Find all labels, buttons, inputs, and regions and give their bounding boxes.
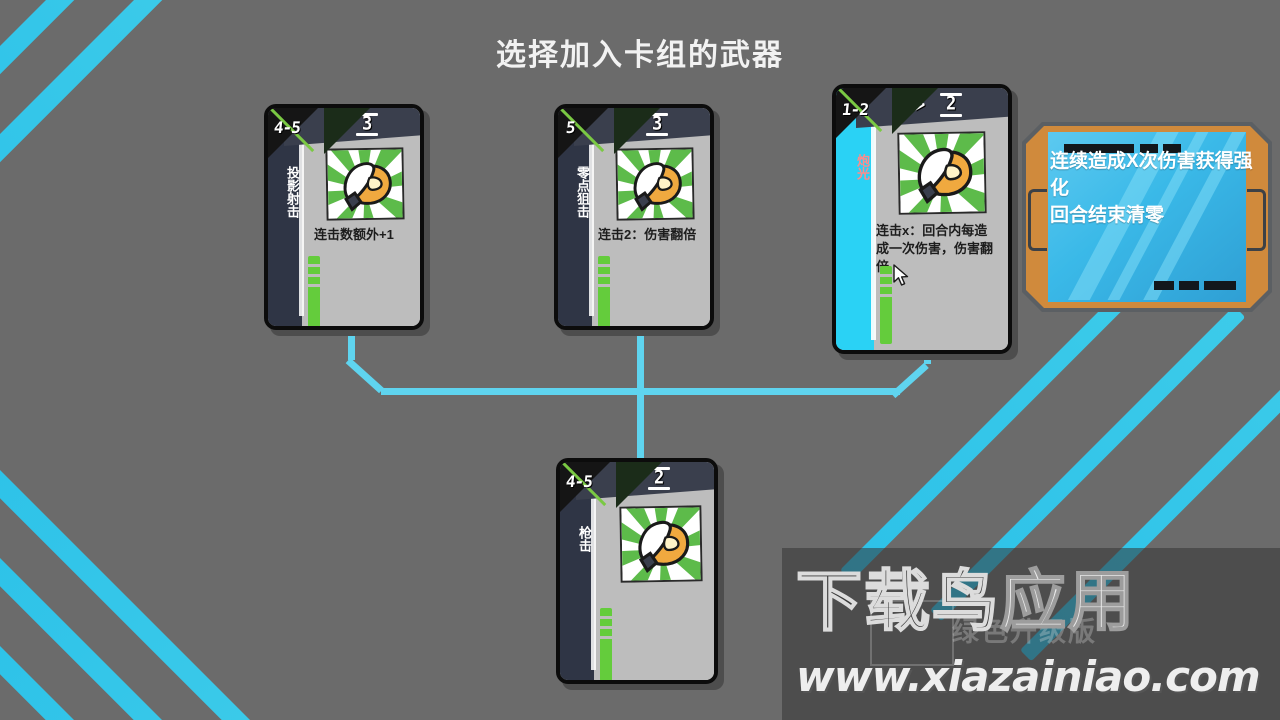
tooltip-left-bracket-icon (1028, 189, 1047, 251)
tooltip-pane (1048, 132, 1246, 302)
watermark-brand-light: 应用 (999, 563, 1136, 641)
card-body: 3 (554, 104, 714, 330)
card-tooltip: 连续造成X次伤害获得强化 回合结束清零 (1022, 122, 1272, 312)
watermark-ghost-box (870, 600, 954, 666)
card-body: ≫ 2 (832, 84, 1012, 354)
card-rarity-corner (560, 462, 668, 518)
card-rarity-corner (836, 88, 944, 144)
card-title: 投影射击 (285, 166, 300, 218)
weapon-hand-gun-icon (633, 162, 682, 212)
card-body: ‹ 3 (264, 104, 424, 330)
card-sidebar-edge (589, 136, 594, 316)
energy-bar (880, 266, 892, 344)
card-title: 炮光 (855, 154, 870, 180)
card-badge: 1-2 (841, 100, 869, 119)
card-gun-strike[interactable]: 2 (556, 458, 724, 690)
card-projection-shot[interactable]: ‹ 3 (264, 104, 430, 336)
card-zero-point-snipe[interactable]: 3 (554, 104, 720, 336)
tooltip-line-1: 连续造成X次伤害获得强化 (1050, 151, 1253, 199)
card-art (897, 131, 987, 215)
card-rarity-corner (268, 108, 376, 164)
watermark-brand: 下载鸟应用 (795, 563, 1274, 641)
card-art (325, 147, 405, 221)
card-sidebar-edge (871, 116, 876, 340)
cost-icon-top (940, 93, 962, 96)
card-art (615, 147, 695, 221)
watermark-url: www.xiazainiao.com (796, 652, 1261, 701)
card-title: 零点狙击 (575, 166, 590, 218)
watermark: 绿色升级版 下载鸟应用 www.xiazainiao.com (782, 548, 1280, 720)
card-art (619, 505, 703, 583)
card-sidebar-edge (591, 490, 596, 670)
tooltip-line-2: 回合结束清零 (1050, 205, 1165, 226)
card-title: 枪击 (577, 526, 592, 552)
cost-icon-bottom (940, 114, 962, 117)
tooltip-bar-c (1163, 144, 1181, 153)
watermark-brand-dark: 下载鸟 (795, 563, 1000, 641)
energy-bar (308, 256, 320, 326)
energy-bar (598, 256, 610, 326)
page-title: 选择加入卡组的武器 (496, 39, 784, 72)
watermark-ghost-text: 绿色升级版 (952, 617, 1097, 647)
tooltip-bar-f (1204, 281, 1236, 290)
card-description: 连击x：回合内每造成一次伤害，伤害翻倍 (876, 223, 994, 274)
mouse-pointer-icon (893, 264, 909, 286)
tooltip-sheen (1067, 132, 1246, 301)
card-badge: 4-5 (273, 118, 301, 137)
card-description: 连击2：伤害翻倍 (598, 227, 697, 242)
card-badge: 4-5 (565, 472, 593, 491)
card-description: 连击数额外+1 (314, 227, 394, 242)
tooltip-bar-d (1154, 281, 1174, 290)
tooltip-bar-e (1179, 281, 1199, 290)
energy-bar (600, 608, 612, 680)
weapon-hand-gun-icon (917, 147, 973, 205)
weapon-hand-gun-icon (638, 520, 690, 574)
tooltip-right-bracket-icon (1247, 189, 1266, 251)
card-rarity-corner (558, 108, 666, 164)
cost-value: 2 (946, 93, 957, 115)
tooltip-bar-a (1064, 144, 1134, 153)
card-badge: 5 (565, 118, 576, 137)
card-body: 2 (556, 458, 718, 684)
tooltip-bar-b (1140, 144, 1158, 153)
watermark-backdrop (782, 548, 1280, 720)
card-cannon-light[interactable]: ≫ 2 (832, 84, 1018, 360)
weapon-hand-gun-icon (343, 162, 392, 212)
card-sidebar-edge (299, 136, 304, 316)
